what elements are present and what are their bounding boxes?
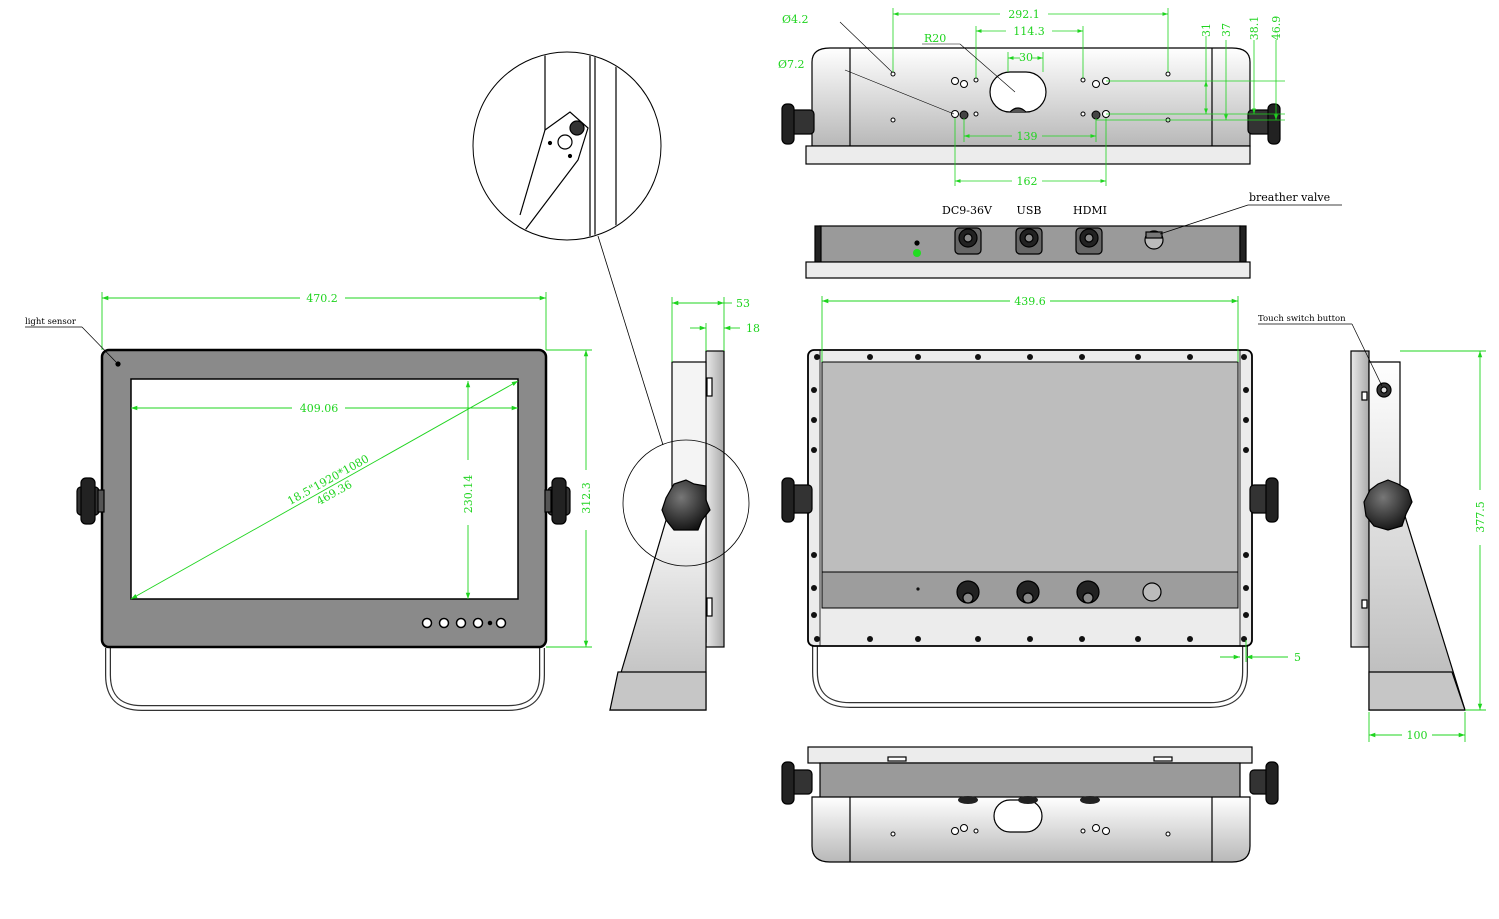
side-view xyxy=(609,350,750,711)
side-depth-text: 53 xyxy=(736,297,750,310)
dc-connector xyxy=(954,227,982,255)
front-buttons xyxy=(421,617,507,629)
slot-width-text: 30 xyxy=(1019,51,1033,64)
top-dimensions xyxy=(839,8,1285,186)
front-width-text: 470.2 xyxy=(306,292,338,305)
light-sensor-callout: light sensor xyxy=(25,317,117,363)
v31-text: 31 xyxy=(1200,23,1213,37)
top-view xyxy=(781,47,1281,165)
rear-left-knob xyxy=(781,477,813,523)
front-handle xyxy=(105,648,545,711)
connector-labels: DC9-36V USB HDMI breather valve xyxy=(942,191,1342,235)
rear-edge-text: 5 xyxy=(1294,651,1301,664)
vesa-139-text: 139 xyxy=(1017,130,1038,143)
right-view xyxy=(1350,350,1466,711)
right-dimensions xyxy=(1368,350,1486,742)
hdmi-connector xyxy=(1075,227,1103,255)
side-bezel-depth-text: 18 xyxy=(746,322,760,335)
bottom-frame xyxy=(807,746,1253,764)
power-led xyxy=(913,249,921,257)
front-left-knob xyxy=(76,477,105,525)
front-dimensions xyxy=(101,292,592,648)
hdmi-label: HDMI xyxy=(1073,204,1107,217)
top-frame xyxy=(805,145,1251,165)
pitch-inner-text: 114.3 xyxy=(1013,25,1045,38)
connector-view xyxy=(805,225,1251,279)
dc-label: DC9-36V xyxy=(942,204,993,217)
usb-label: USB xyxy=(1017,204,1042,217)
rear-cover xyxy=(821,361,1239,573)
connector-frame xyxy=(805,261,1251,279)
top-dimension-texts: Ø4.2 Ø7.2 R20 292.1 114.3 30 139 162 31 … xyxy=(778,8,1283,188)
right-height-text: 377.5 xyxy=(1474,501,1487,533)
usb-connector xyxy=(1015,227,1043,255)
radius-text: R20 xyxy=(924,32,946,45)
side-knob xyxy=(661,479,711,531)
touch-switch-callout: Touch switch button xyxy=(1258,314,1383,387)
rear-view xyxy=(781,349,1279,708)
bottom-right-knob xyxy=(1249,761,1279,805)
side-dimensions xyxy=(671,297,740,362)
detail-view xyxy=(472,51,664,446)
hole-large-text: Ø7.2 xyxy=(778,58,805,71)
top-right-knob xyxy=(1247,103,1281,145)
valve-label: breather valve xyxy=(1249,191,1330,204)
right-stand xyxy=(1368,361,1466,711)
light-sensor-dot xyxy=(115,361,121,367)
vesa-162-text: 162 xyxy=(1017,175,1038,188)
touch-switch-label: Touch switch button xyxy=(1258,314,1346,324)
front-active-height-text: 230.14 xyxy=(462,475,475,514)
v38-1-text: 38.1 xyxy=(1248,16,1261,41)
top-left-knob xyxy=(781,103,815,145)
right-depth-text: 100 xyxy=(1407,729,1428,742)
rear-dimensions xyxy=(821,296,1288,662)
top-slot xyxy=(989,71,1047,113)
breather-valve xyxy=(1144,230,1164,250)
v37-text: 37 xyxy=(1220,23,1233,37)
bottom-view xyxy=(781,746,1279,863)
front-right-knob xyxy=(544,477,571,525)
right-knob xyxy=(1363,479,1413,531)
front-active-width-text: 409.06 xyxy=(300,402,339,415)
rear-width-text: 439.6 xyxy=(1014,295,1046,308)
pitch-outer-text: 292.1 xyxy=(1008,8,1040,21)
light-sensor-label: light sensor xyxy=(25,317,77,327)
rear-right-knob xyxy=(1249,477,1279,523)
front-height-text: 312.3 xyxy=(580,482,593,514)
bottom-left-knob xyxy=(781,761,813,805)
hole-small-text: Ø4.2 xyxy=(782,13,809,26)
rear-handle xyxy=(812,645,1248,708)
v46-9-text: 46.9 xyxy=(1270,16,1283,41)
